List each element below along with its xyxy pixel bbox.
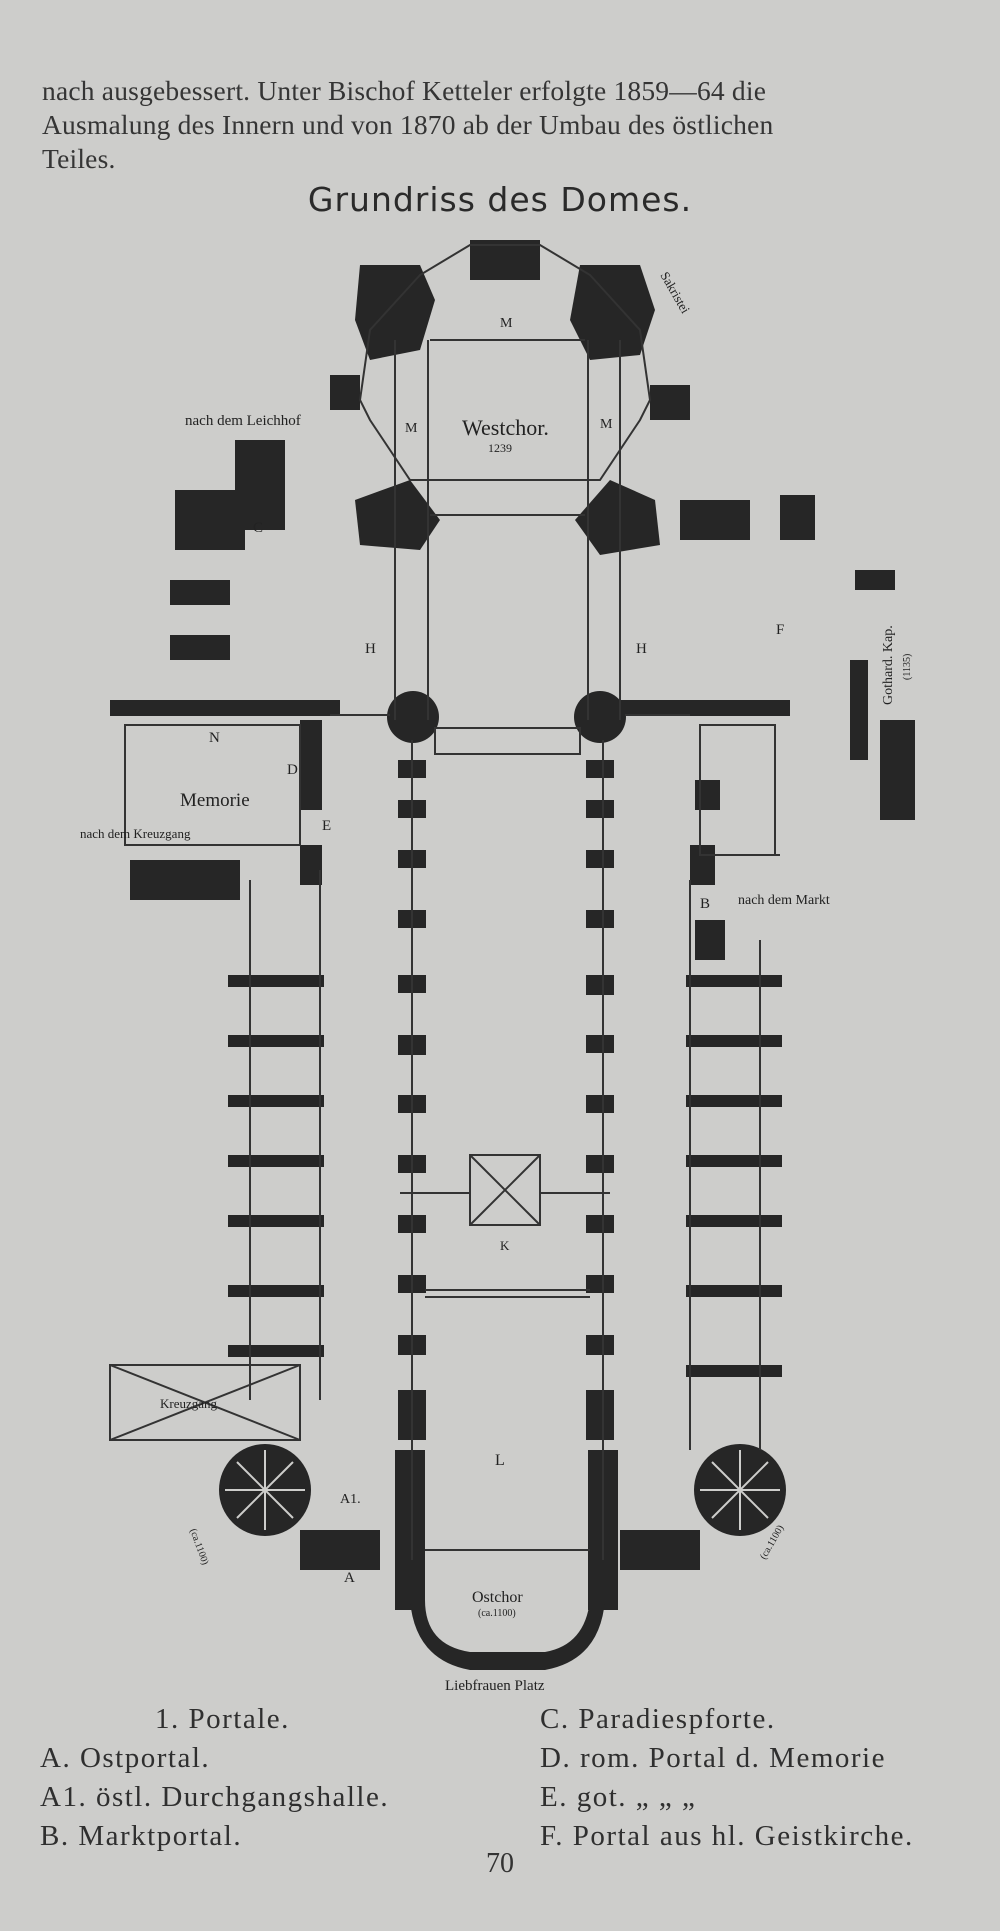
legend-item: B. Marktportal.: [40, 1820, 243, 1852]
westchor-sw-buttress: [330, 375, 360, 410]
paragraph-line-1: nach ausgebessert. Unter Bischof Kettele…: [42, 75, 767, 106]
label-ostchor: Ostchor: [472, 1589, 523, 1606]
memorie-wall-right: [300, 720, 322, 810]
label-k: K: [500, 1238, 510, 1253]
crossing-pier-41: [387, 691, 439, 743]
label-m-right: M: [600, 417, 613, 432]
label-liebfrauen: Liebfrauen Platz: [445, 1678, 545, 1694]
westchor-e-pier: [575, 480, 660, 555]
crossing-pier-42: [574, 691, 626, 743]
legend-item: E. got. „ „ „: [540, 1781, 697, 1813]
memorie-room: [124, 724, 301, 846]
legend-item: C. Paradiespforte.: [540, 1703, 776, 1735]
right-aisle-buttresses: [686, 975, 782, 1377]
label-l: L: [495, 1452, 505, 1469]
paragraph-line-2: Ausmalung des Innern und von 1870 ab der…: [42, 109, 774, 140]
gothard-chapel-wall: [850, 660, 868, 760]
intro-paragraph: nach ausgebessert. Unter Bischof Kettele…: [42, 74, 962, 176]
label-m-left: M: [405, 421, 418, 436]
steps: [434, 727, 581, 755]
label-year-left-tower: (ca.1100): [187, 1527, 210, 1566]
label-leichhof: nach dem Leichhof: [185, 413, 301, 429]
label-kreuzgang: Kreuzgang: [160, 1396, 218, 1411]
label-n: N: [209, 730, 220, 746]
label-sakristei: Sakristei: [657, 269, 693, 316]
label-m-top: M: [500, 316, 513, 331]
label-c: C: [253, 520, 263, 536]
altar-k: [469, 1154, 541, 1226]
label-ostchor-year: (ca.1100): [478, 1608, 516, 1619]
label-markt: nach dem Markt: [738, 893, 830, 908]
legend-item: 1. Portale.: [155, 1703, 290, 1735]
paragraph-line-3: Teiles.: [42, 143, 116, 174]
label-gothard: Gothard. Kap.: [881, 625, 896, 705]
label-a: A: [344, 1570, 355, 1586]
label-d: D: [287, 762, 298, 778]
plan-title: Grundriss des Domes.: [307, 180, 693, 219]
label-kreuzgang-exit: nach dem Kreuzgang: [80, 826, 191, 841]
kreuzgang-area: [109, 1364, 301, 1441]
crossing-wall: [110, 700, 340, 716]
legend-left: 1. Portale. A. Ostportal. A1. östl. Durc…: [40, 1700, 389, 1856]
westchor-ne-buttress: [570, 265, 655, 360]
label-h-right: H: [636, 641, 647, 657]
westchor-nw-buttress: [355, 265, 435, 360]
label-h-left: H: [365, 641, 376, 657]
label-memorie: Memorie: [180, 790, 250, 811]
label-b: B: [700, 896, 710, 912]
label-f: F: [776, 622, 784, 638]
nave-piers-left: [395, 760, 426, 1610]
westchor-apse-wall: [470, 240, 540, 280]
legend-right: C. Paradiespforte. D. rom. Portal d. Mem…: [540, 1700, 914, 1856]
westchor-se-buttress: [650, 385, 690, 420]
legend-item: D. rom. Portal d. Memorie: [540, 1742, 886, 1774]
westchor-outline: [358, 244, 652, 481]
westchor-w-pier: [355, 480, 440, 550]
label-gothard-year: (1135): [902, 654, 913, 680]
label-e: E: [322, 818, 331, 834]
legend-item: A. Ostportal.: [40, 1742, 211, 1774]
left-aisle-buttresses: [228, 975, 324, 1357]
label-a1: A1.: [340, 1492, 361, 1507]
legend-item: A1. östl. Durchgangshalle.: [40, 1781, 390, 1813]
label-westchor: Westchor.: [462, 415, 549, 440]
label-westchor-year: 1239: [488, 441, 512, 455]
legend-item: F. Portal aus hl. Geistkirche.: [540, 1820, 914, 1852]
page-number: 70: [486, 1848, 514, 1879]
